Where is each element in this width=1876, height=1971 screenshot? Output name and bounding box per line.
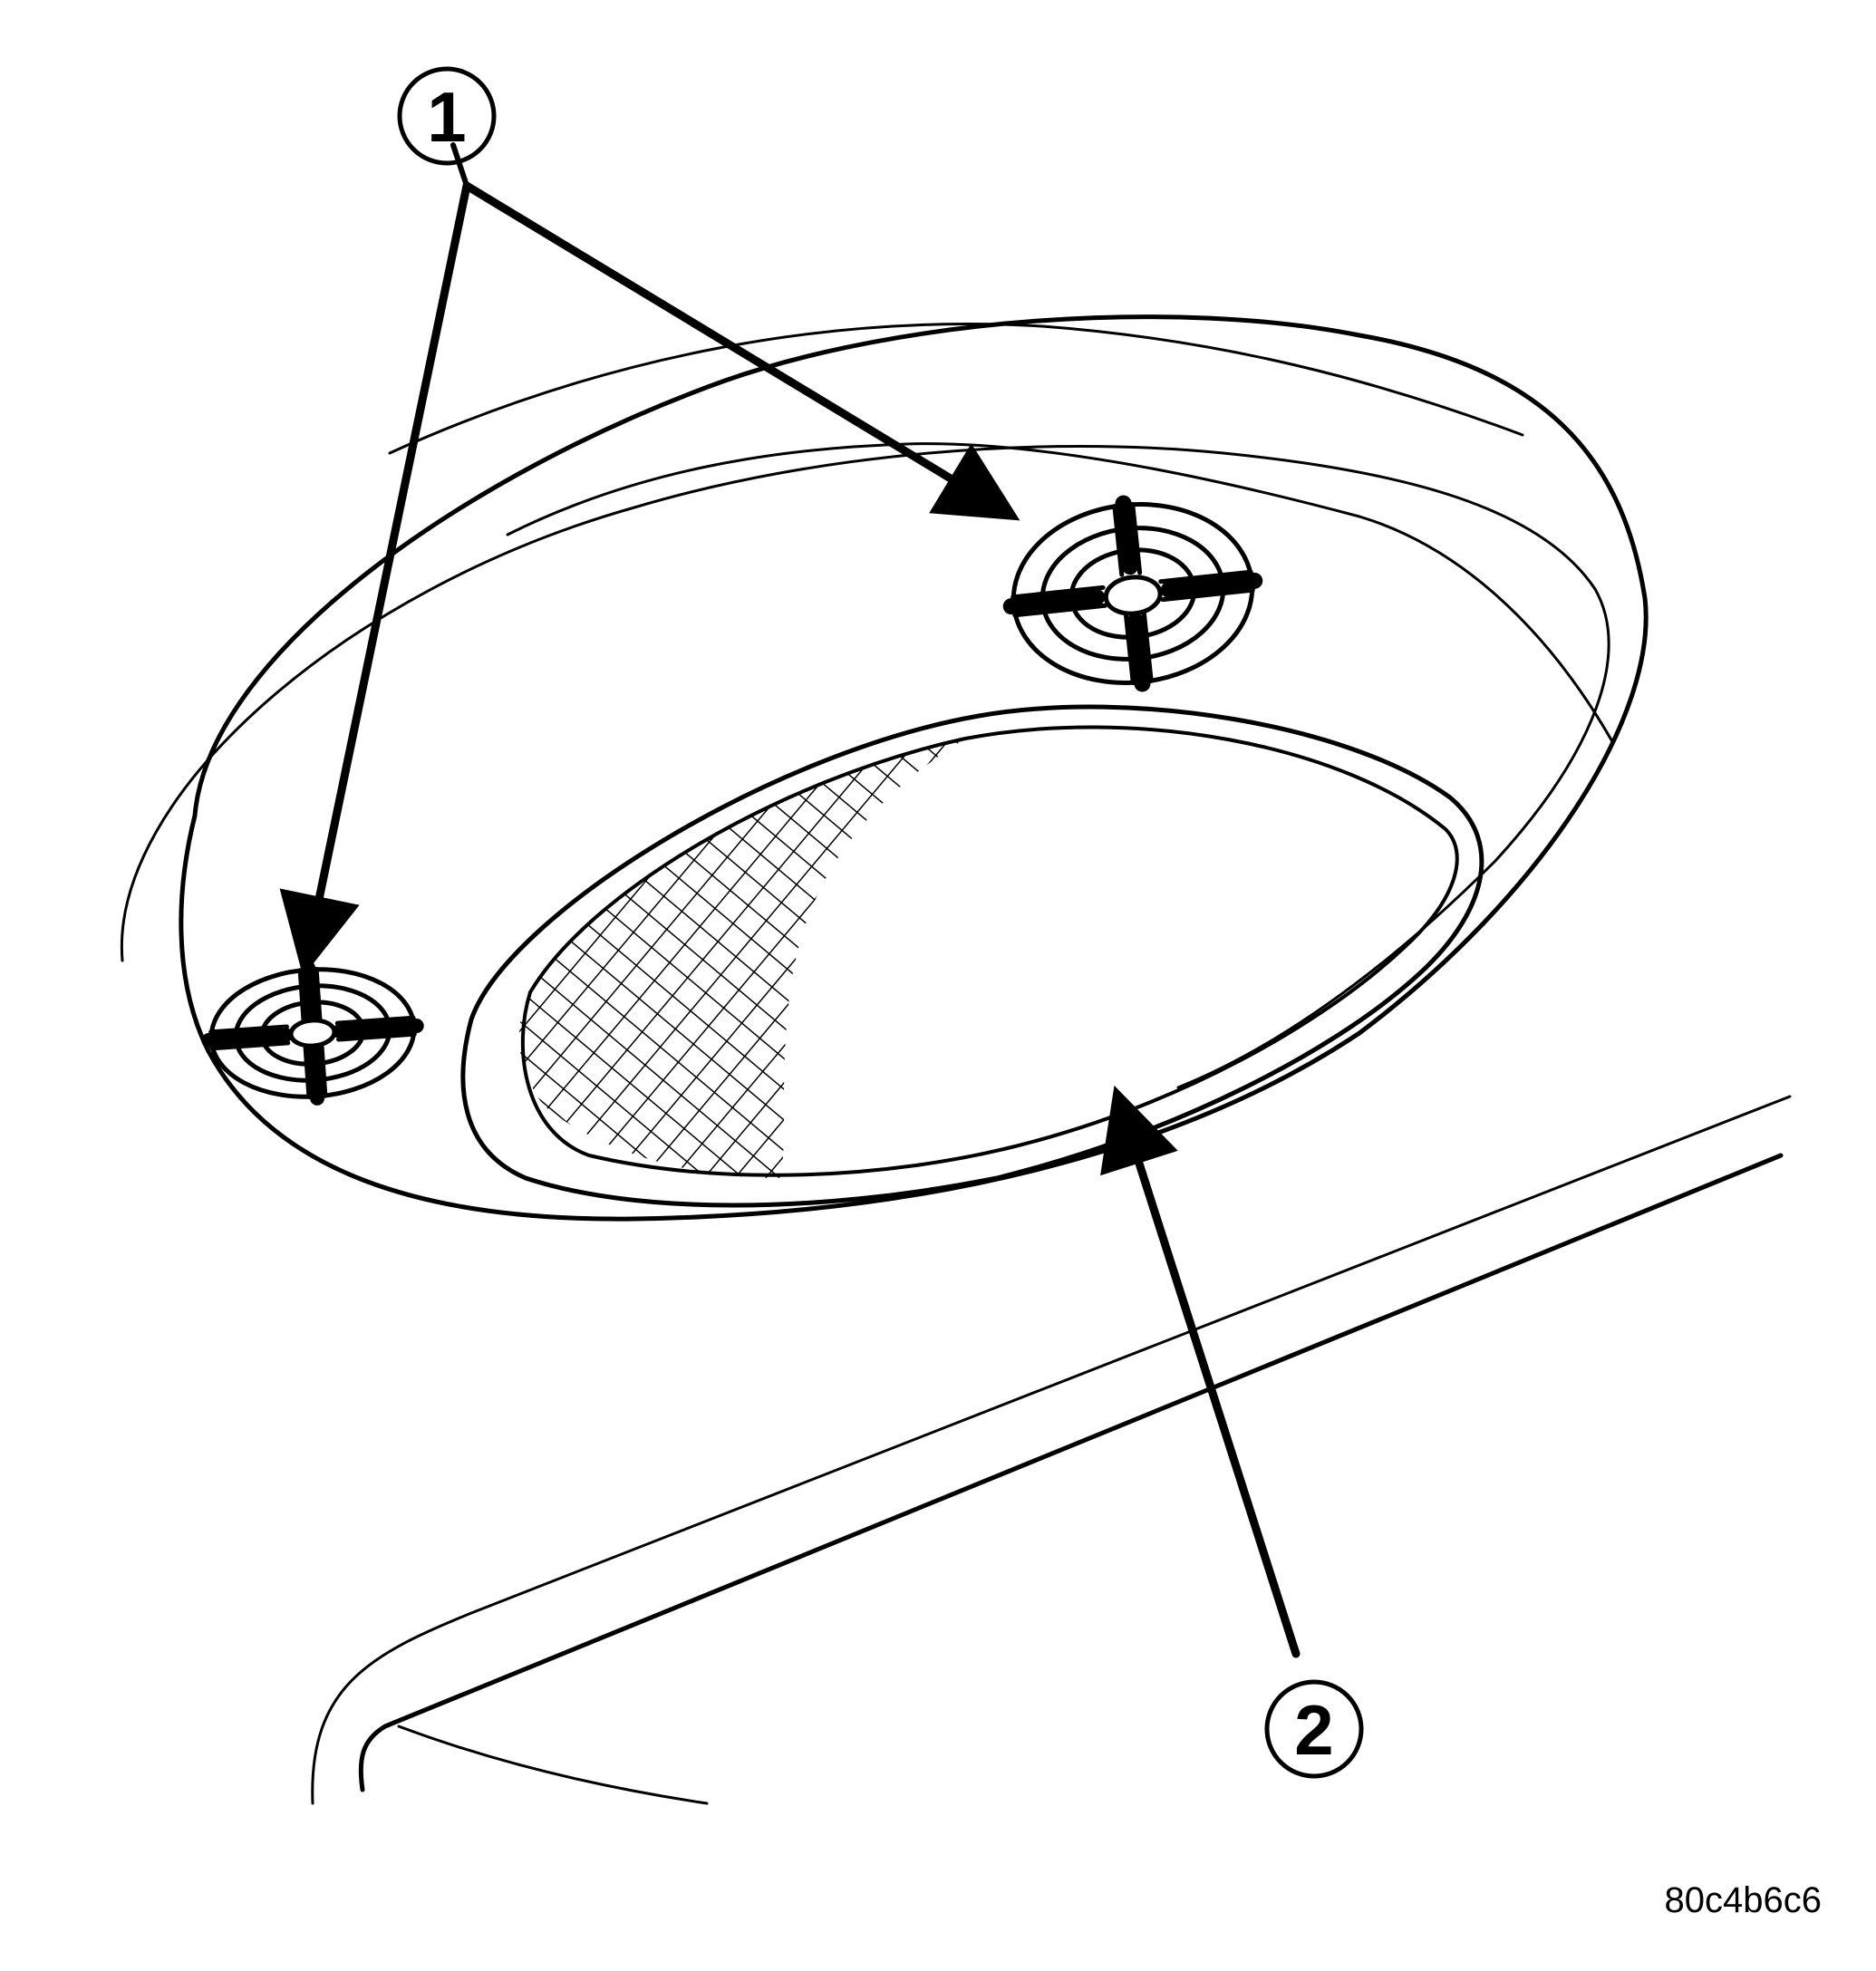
callout-2-label: 2 [1294, 1690, 1333, 1770]
figure-code: 80c4b6c6 [1665, 1880, 1822, 1920]
callout-1: 1 [397, 66, 497, 166]
vent-grille-icon [201, 961, 424, 1106]
callout-1-leader-left [279, 181, 471, 977]
lamp-bezel [460, 704, 1484, 1208]
callout-1-label: 1 [427, 77, 466, 157]
headliner-edge-inner [358, 1153, 1784, 1792]
callout-1-stem [450, 142, 469, 188]
console-top-edge [388, 323, 1524, 455]
console-top-edge-inner [506, 442, 1615, 745]
vent-grille-icon [1002, 495, 1263, 692]
headliner-edge-lower [397, 1725, 709, 1805]
console-outer-rim [179, 314, 1649, 1222]
callout-2: 2 [1264, 1679, 1364, 1779]
callout-1-leader-right [462, 181, 1020, 521]
headliner-edge-outer [311, 1095, 1792, 1805]
callout-2-leader [1100, 1085, 1301, 1658]
lens-mesh-icon [519, 739, 965, 1178]
